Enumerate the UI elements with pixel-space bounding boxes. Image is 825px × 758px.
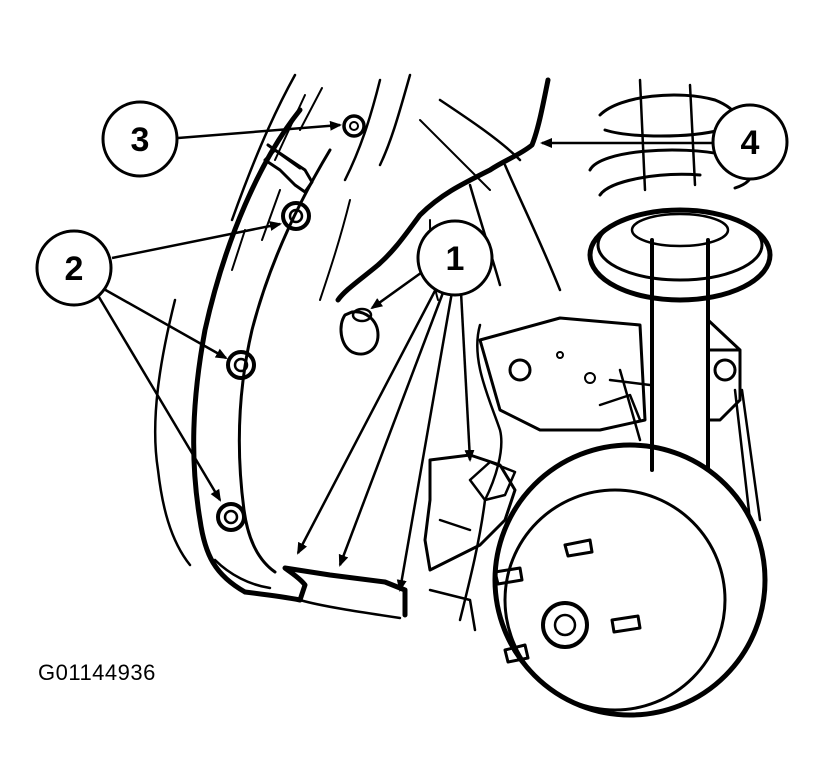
knuckle-bolt bbox=[508, 358, 532, 382]
strut-bolt bbox=[713, 358, 737, 382]
rotor-hat bbox=[503, 488, 727, 712]
knuckle-plate bbox=[478, 316, 647, 432]
nut-upper bbox=[281, 201, 311, 231]
nut-middle bbox=[226, 350, 256, 380]
leader-2c bbox=[94, 291, 222, 502]
brake-rotor bbox=[492, 442, 768, 718]
fender-liner-outer bbox=[191, 107, 303, 595]
fender-bracket bbox=[263, 143, 314, 194]
leader-1e bbox=[459, 291, 475, 462]
fastener-hole-center bbox=[351, 307, 373, 323]
splash-shield-upper bbox=[343, 73, 562, 292]
leader-3 bbox=[177, 120, 342, 140]
callout-1-label: 1 bbox=[446, 240, 465, 278]
wheel-studs bbox=[493, 538, 642, 664]
strut-body bbox=[650, 238, 710, 472]
spring-seat-inner bbox=[596, 208, 764, 282]
strut-bracket bbox=[706, 318, 742, 422]
splash-shield-lower-flange bbox=[213, 558, 402, 620]
drawing bbox=[153, 73, 773, 718]
fender-hatch bbox=[231, 87, 323, 271]
leader-1a bbox=[370, 268, 426, 310]
knuckle-hole bbox=[584, 372, 596, 384]
spring-seat-hole bbox=[630, 212, 730, 248]
leader-lines bbox=[94, 120, 712, 592]
leader-1b bbox=[296, 284, 440, 555]
brake-caliper bbox=[423, 453, 517, 572]
caliper-line bbox=[428, 460, 517, 632]
leader-1d bbox=[396, 291, 454, 592]
splash-shield-lower-edge bbox=[242, 565, 408, 618]
brake-hose bbox=[458, 323, 503, 622]
callout-3: 3 bbox=[101, 100, 179, 178]
nut-lower bbox=[216, 502, 246, 532]
knuckle-hole-2 bbox=[556, 351, 564, 359]
nut-top bbox=[342, 114, 366, 138]
callout-4: 4 bbox=[711, 103, 789, 181]
fastener-hole bbox=[339, 310, 380, 356]
leader-2b bbox=[101, 286, 228, 360]
wheel-hub bbox=[541, 601, 589, 649]
callout-2-label: 2 bbox=[65, 250, 84, 288]
fender-liner-inner bbox=[237, 148, 332, 574]
leader-1c bbox=[338, 289, 446, 567]
leader-2a bbox=[111, 221, 282, 260]
figure-code: G01144936 bbox=[38, 660, 156, 685]
callout-1: 1 bbox=[416, 219, 494, 297]
callout-3-label: 3 bbox=[131, 121, 150, 159]
strut-upper-line bbox=[638, 78, 697, 192]
fender-edge bbox=[153, 73, 297, 567]
knuckle-links bbox=[598, 368, 652, 442]
callout-4-label: 4 bbox=[741, 124, 760, 162]
strut-lower-rod bbox=[733, 388, 762, 522]
splash-shield-outline bbox=[335, 77, 551, 303]
callout-2: 2 bbox=[35, 229, 113, 307]
